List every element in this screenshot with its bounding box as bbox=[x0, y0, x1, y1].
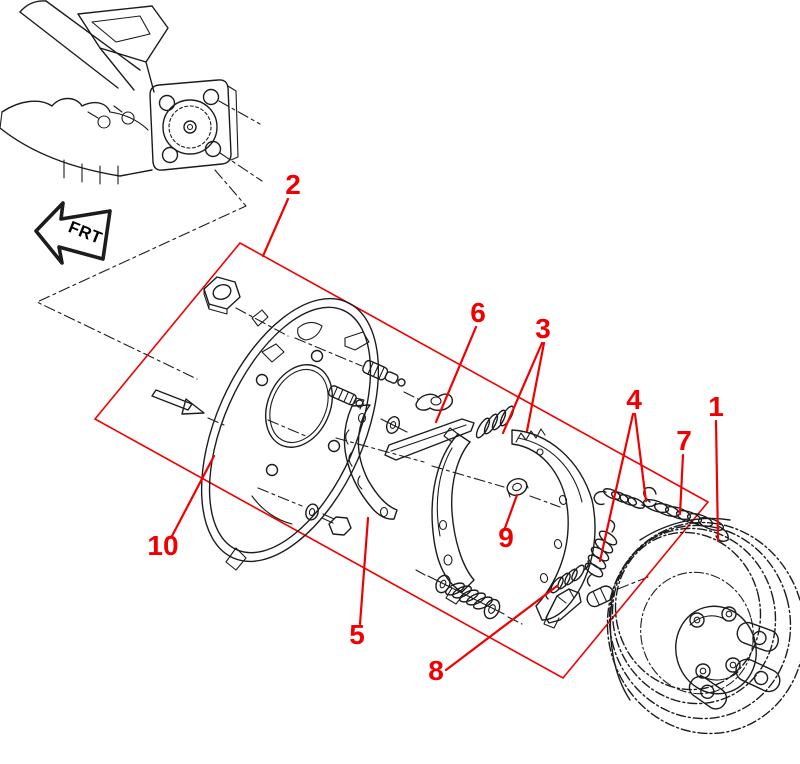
spring-hook bbox=[583, 560, 590, 571]
spring-hook bbox=[593, 490, 607, 506]
explosion-axis-zigzag bbox=[36, 169, 247, 380]
plate-cutout bbox=[261, 343, 285, 363]
bleeder-screw-art bbox=[362, 359, 406, 387]
plate-washer-art bbox=[380, 416, 408, 434]
backing-plate-art bbox=[200, 297, 380, 571]
hub-lobe bbox=[688, 675, 728, 710]
brake-shoe-right bbox=[511, 429, 596, 621]
callout-5: 5 bbox=[349, 516, 370, 650]
frt-direction-arrow: FRT bbox=[34, 201, 112, 265]
spring-hook bbox=[586, 573, 593, 587]
axle-arm-line bbox=[19, 11, 119, 89]
anchor-plate-art bbox=[415, 393, 453, 411]
flange-bolt-hole bbox=[161, 146, 179, 164]
callout-label-6: 6 bbox=[470, 297, 486, 328]
plate-tab bbox=[225, 547, 247, 571]
callout-label-10: 10 bbox=[147, 530, 178, 561]
flange-spline bbox=[168, 105, 212, 149]
callout-label-5: 5 bbox=[349, 619, 365, 650]
adjuster-socket bbox=[545, 588, 582, 624]
callout-label-1: 1 bbox=[708, 391, 724, 422]
callout-2: 2 bbox=[261, 169, 301, 258]
parking-brake-lever bbox=[343, 404, 398, 520]
wheel-stud bbox=[725, 657, 741, 673]
axle-flange bbox=[149, 79, 232, 171]
pin-arrowhead bbox=[181, 398, 205, 415]
callout-label-7: 7 bbox=[676, 425, 692, 456]
flange-bolt-hole bbox=[158, 94, 176, 112]
leader-line-6 bbox=[434, 325, 478, 424]
strut-art bbox=[384, 418, 475, 461]
hub-lobe bbox=[735, 658, 781, 693]
drum-hub bbox=[675, 605, 757, 695]
backing-plate-center-hole bbox=[265, 364, 333, 448]
hold-down-spring-art bbox=[427, 574, 505, 620]
callout-label-2: 2 bbox=[285, 169, 301, 200]
leader-line-10 bbox=[170, 454, 216, 538]
flange-hub bbox=[162, 99, 218, 155]
callout-7: 7 bbox=[676, 425, 692, 516]
brake-shoe-left-art bbox=[431, 427, 475, 605]
lever-bolt-art bbox=[305, 503, 352, 536]
spring-hook bbox=[641, 502, 657, 508]
callout-1: 1 bbox=[708, 391, 724, 543]
callout-label-9: 9 bbox=[498, 522, 514, 553]
callout-6: 6 bbox=[434, 297, 486, 424]
leader-line-2 bbox=[261, 197, 290, 258]
anchor-pin-art bbox=[151, 389, 205, 415]
leader-line-3 bbox=[501, 341, 546, 435]
shoe-serration bbox=[515, 428, 546, 443]
axle-bracket bbox=[77, 5, 169, 63]
callout-3: 3 bbox=[501, 313, 551, 435]
hold-down-pin-art bbox=[506, 478, 529, 498]
flange-bolt-hole bbox=[202, 88, 220, 106]
leader-line-9 bbox=[503, 493, 519, 530]
brake-shoe-left bbox=[431, 433, 475, 593]
leader-line-8 bbox=[444, 584, 559, 672]
leader-line-5 bbox=[358, 516, 370, 626]
hub-lobe bbox=[736, 621, 779, 652]
spring-hook bbox=[609, 519, 616, 533]
wheel-stud bbox=[695, 663, 711, 679]
wheel-stud bbox=[721, 606, 737, 622]
callout-9: 9 bbox=[498, 493, 519, 553]
callout-label-4: 4 bbox=[626, 384, 642, 415]
plate-cutout bbox=[297, 321, 323, 341]
wheel-stud bbox=[689, 612, 705, 628]
parking-brake-lever-art bbox=[343, 397, 398, 520]
center-axis-lines bbox=[36, 100, 649, 625]
brake-shoe-right-art bbox=[511, 428, 596, 629]
strut-bar bbox=[384, 418, 475, 461]
strut-spring-art bbox=[475, 405, 515, 439]
axle-housing bbox=[1, 97, 111, 113]
brake-drum-art bbox=[606, 517, 800, 735]
plate-cutout bbox=[344, 331, 370, 351]
exploded-kit-outline bbox=[93, 241, 710, 680]
housing-ribs bbox=[63, 159, 119, 185]
leader-line-7 bbox=[678, 453, 685, 516]
return-spring-large-art bbox=[642, 486, 729, 543]
callout-label-3: 3 bbox=[535, 313, 551, 344]
mounting-nut-art bbox=[203, 276, 241, 315]
return-spring-upper-art bbox=[593, 488, 657, 509]
backing-plate-rim bbox=[200, 297, 380, 563]
callout-10: 10 bbox=[147, 454, 216, 561]
leader-line-1 bbox=[714, 419, 720, 543]
spring-coil bbox=[475, 417, 491, 439]
hex-bolt bbox=[328, 516, 352, 536]
callout-label-8: 8 bbox=[428, 655, 444, 686]
axle-assembly-art bbox=[0, 0, 239, 185]
callout-8: 8 bbox=[428, 584, 559, 686]
callout-4: 4 bbox=[598, 384, 648, 563]
frt-arrow-icon bbox=[34, 201, 112, 265]
leader-line-4 bbox=[598, 412, 648, 563]
flange-bolt-hole bbox=[204, 140, 222, 158]
drum-ring bbox=[606, 521, 800, 735]
adjuster-art bbox=[545, 560, 615, 624]
